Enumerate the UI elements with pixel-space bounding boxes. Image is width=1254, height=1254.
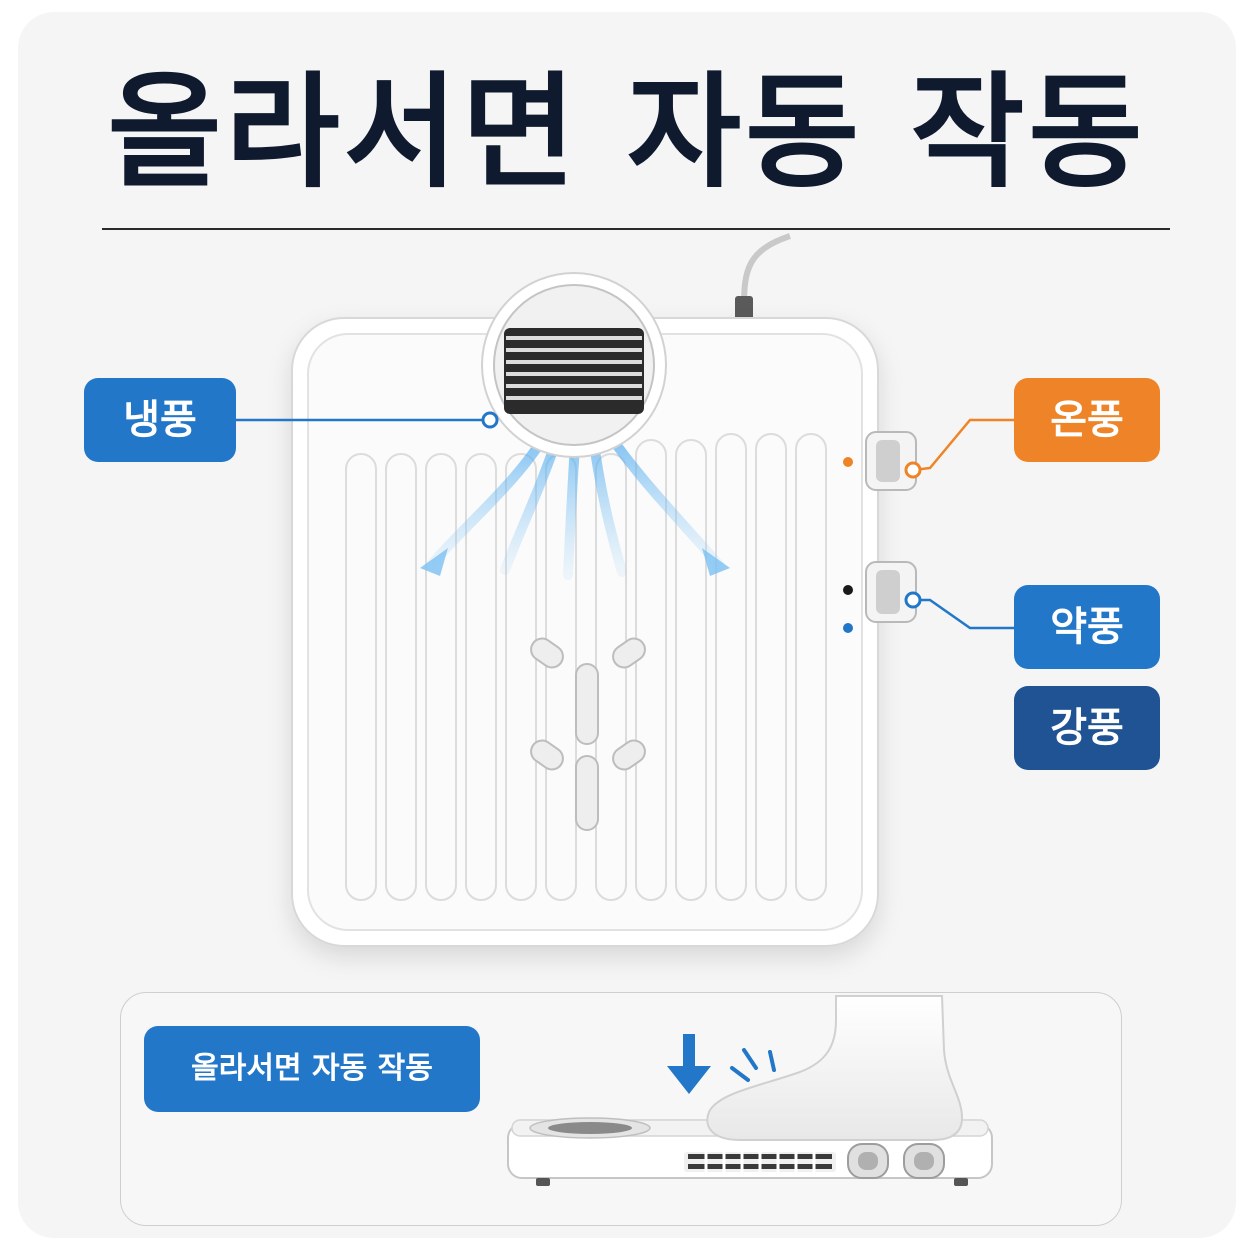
airflow-arrowheads (420, 548, 730, 576)
weak-mode-badge: 약풍 (1014, 585, 1160, 669)
warm-mode-badge: 온풍 (1014, 378, 1160, 462)
sensor-nubs (530, 637, 646, 831)
fan-vent (481, 272, 667, 458)
power-cord (735, 233, 791, 320)
strong-mode-badge: 강풍 (1014, 686, 1160, 770)
title-divider (102, 228, 1170, 230)
strong-indicator-dot (843, 623, 853, 633)
foot-pad (291, 317, 879, 947)
page-title: 올라서면 자동 작동 (107, 61, 1147, 205)
warm-indicator-dot (843, 457, 853, 467)
warm-button (865, 431, 917, 491)
weak-indicator-dot (843, 585, 853, 595)
press-ticks-icon (730, 1048, 776, 1082)
speed-button (865, 561, 917, 623)
pad-ridges (345, 433, 827, 901)
cool-mode-badge: 냉풍 (84, 378, 236, 462)
leader-cool (236, 411, 499, 429)
leader-warm (904, 418, 1014, 479)
foot-icon (706, 995, 964, 1141)
down-arrow-icon (667, 1034, 711, 1094)
leader-weak (904, 591, 1014, 630)
inset-label: 올라서면 자동 작동 (144, 1026, 480, 1112)
